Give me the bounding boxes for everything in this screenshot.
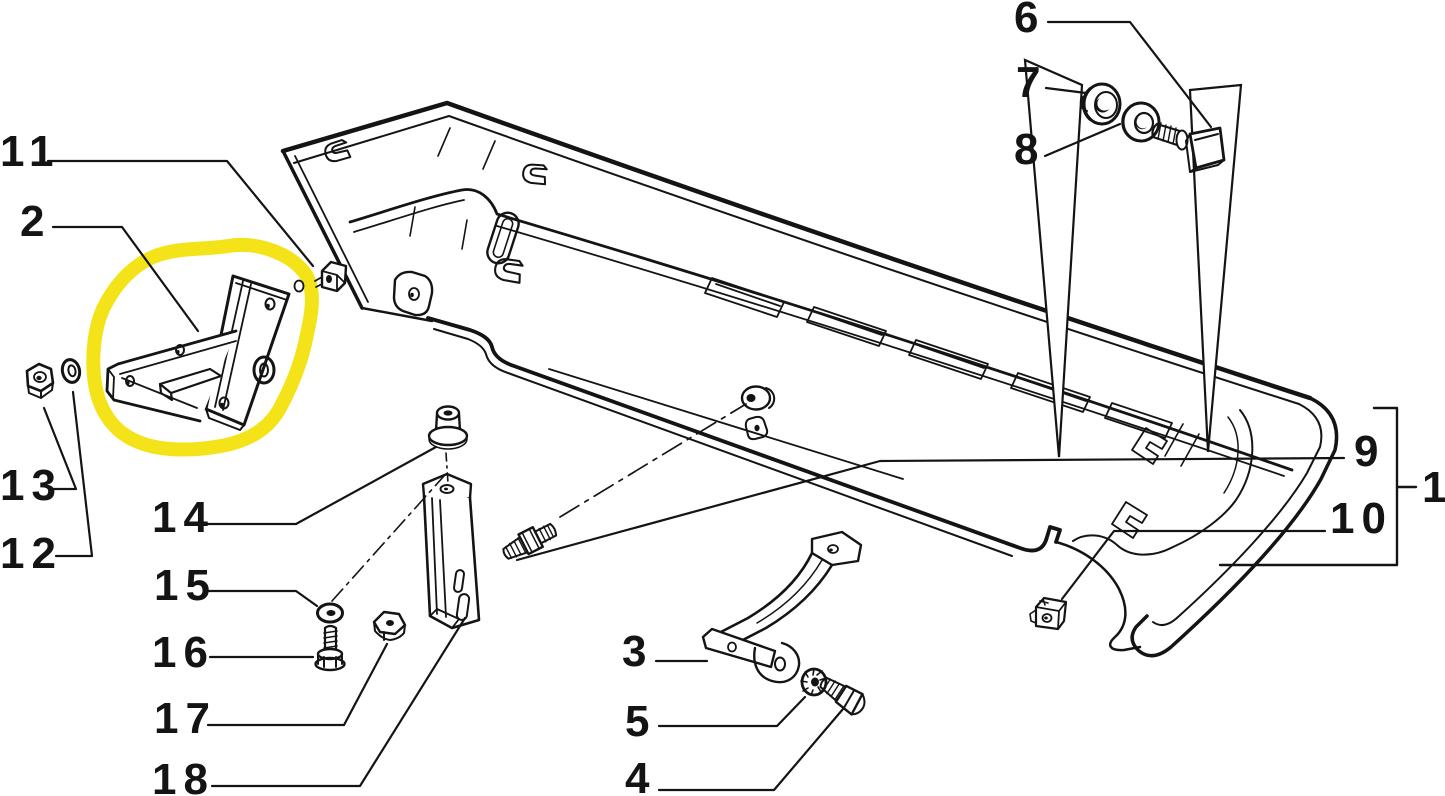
leader-14 bbox=[206, 445, 438, 526]
part-label-15: 15 bbox=[154, 561, 217, 610]
part-18-bracket bbox=[421, 472, 481, 630]
part-label-1: 1 bbox=[1422, 463, 1445, 512]
leader-12 bbox=[54, 390, 94, 558]
part-3-bracket bbox=[701, 530, 863, 684]
part-label-5: 5 bbox=[625, 697, 649, 746]
part-4-bolt bbox=[819, 676, 866, 716]
part-label-17: 17 bbox=[154, 694, 217, 743]
leader-15 bbox=[206, 589, 319, 608]
oblong-slot bbox=[486, 211, 520, 265]
leader-5 bbox=[657, 695, 807, 728]
leader-11 bbox=[46, 159, 315, 268]
part-label-3: 3 bbox=[622, 627, 646, 676]
part-1-bumper-cover bbox=[280, 100, 1339, 658]
highlight-marker bbox=[86, 238, 319, 457]
part-label-6: 6 bbox=[1014, 0, 1038, 42]
flange-clip bbox=[522, 163, 548, 186]
step-slot bbox=[704, 277, 785, 318]
leader-18 bbox=[210, 616, 467, 788]
part-9-stud bbox=[502, 522, 558, 560]
leader-9 bbox=[515, 456, 1346, 562]
part-label-4: 4 bbox=[625, 754, 650, 796]
part-10-clip bbox=[1029, 596, 1068, 631]
part-label-14: 14 bbox=[152, 493, 215, 542]
part-16-bolt bbox=[314, 624, 346, 672]
leader-17 bbox=[206, 642, 389, 727]
part-12-washer bbox=[60, 358, 82, 384]
step-slot bbox=[1104, 402, 1173, 439]
part-label-16: 16 bbox=[152, 628, 215, 677]
leader-needle bbox=[1023, 58, 1084, 458]
part-8-washer bbox=[1121, 101, 1161, 143]
leader-6 bbox=[1046, 20, 1213, 129]
part-11-square-nut bbox=[314, 260, 348, 293]
corner-slot bbox=[1111, 501, 1148, 539]
leader-4 bbox=[657, 707, 845, 792]
leader-7 bbox=[1044, 86, 1088, 95]
step-slot bbox=[908, 339, 989, 380]
part-17-nut bbox=[372, 610, 407, 641]
panel-clip bbox=[494, 258, 524, 284]
part-label-13: 13 bbox=[0, 461, 63, 510]
leader-10 bbox=[1060, 529, 1327, 601]
leader-lines bbox=[42, 20, 1418, 792]
part-label-8: 8 bbox=[1014, 125, 1038, 174]
leader-needle bbox=[1188, 83, 1243, 453]
part-label-10: 10 bbox=[1330, 494, 1393, 543]
mounting-boss bbox=[392, 270, 434, 317]
part-6-bolt bbox=[1151, 122, 1226, 173]
part-label-11: 11 bbox=[0, 127, 61, 176]
corner-slot bbox=[1131, 427, 1168, 465]
part-7-nut bbox=[1079, 82, 1122, 126]
part-label-7: 7 bbox=[1016, 58, 1040, 107]
part-2-bracket bbox=[105, 274, 291, 431]
part-label-2: 2 bbox=[20, 197, 44, 246]
leader-2 bbox=[51, 225, 200, 333]
stud-mount bbox=[740, 385, 776, 441]
part-label-9: 9 bbox=[1354, 427, 1378, 476]
step-slot bbox=[806, 306, 887, 347]
axis-lines bbox=[331, 403, 747, 602]
flange-clip bbox=[324, 139, 352, 163]
part-label-12: 12 bbox=[0, 529, 63, 578]
part-label-18: 18 bbox=[152, 755, 215, 796]
part-14-bushing bbox=[427, 405, 469, 450]
face-hole bbox=[293, 279, 305, 293]
leader-13 bbox=[42, 406, 78, 491]
group-bracket-1 bbox=[1218, 406, 1418, 567]
part-5-washer bbox=[800, 667, 828, 697]
part-15-washer bbox=[316, 602, 344, 624]
part-13-nut bbox=[25, 362, 55, 399]
leader-8 bbox=[1043, 122, 1122, 158]
